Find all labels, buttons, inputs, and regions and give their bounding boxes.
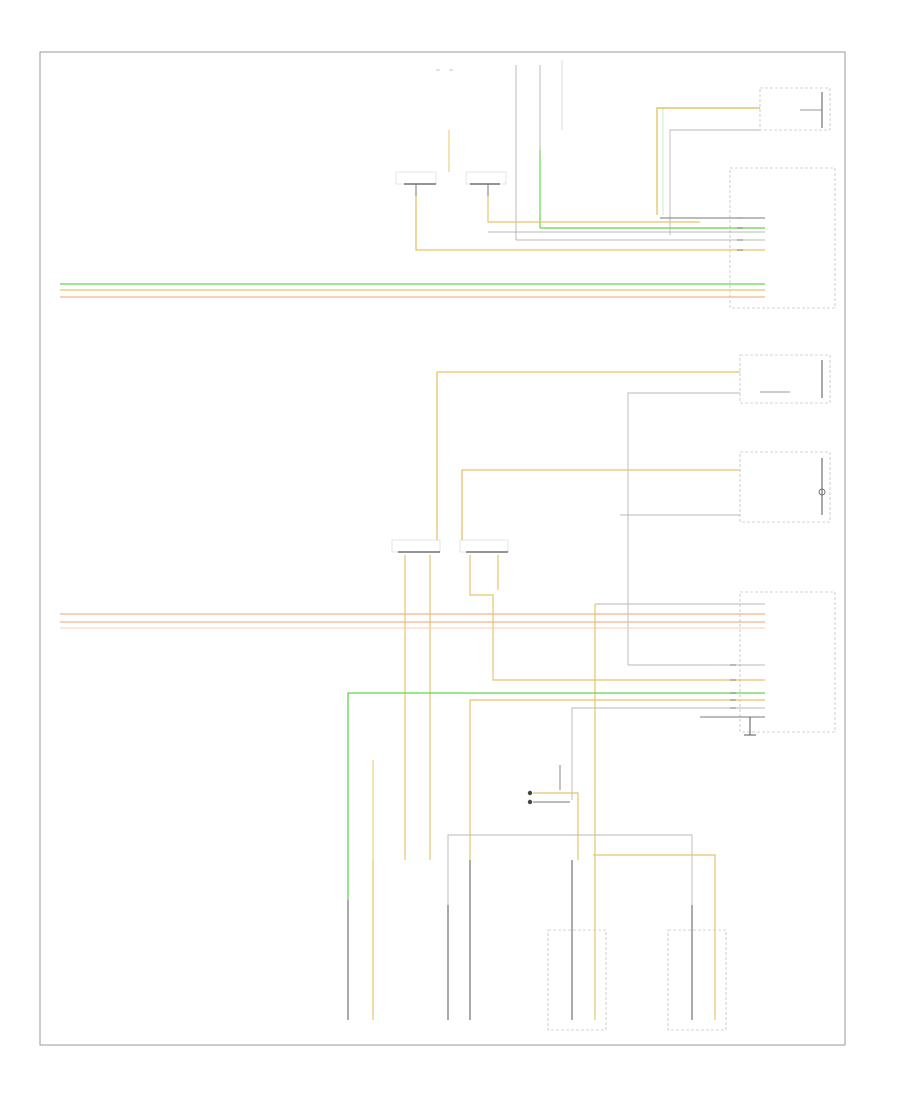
upper-switch-right [465, 171, 507, 196]
bottom-unit-4-box [667, 929, 727, 1031]
middle-section [60, 354, 836, 900]
diagram-frame [39, 51, 846, 1046]
top-right-switch-box [759, 87, 831, 131]
bottom-unit-2 [447, 860, 471, 1020]
bottom-unit-1 [347, 760, 374, 1020]
mid-switch-left [391, 505, 441, 553]
top-section [60, 60, 836, 309]
bottom-section [347, 760, 727, 1031]
mid-component-box-2 [739, 451, 831, 523]
top-control-module [729, 167, 836, 309]
bus-wire-green-low [347, 692, 765, 900]
mid-component-box-1 [739, 354, 831, 404]
bottom-unit-3-box [547, 929, 607, 1031]
mid-switch-right [459, 505, 509, 553]
upper-switch-left [395, 130, 450, 196]
lower-control-module [739, 591, 836, 733]
